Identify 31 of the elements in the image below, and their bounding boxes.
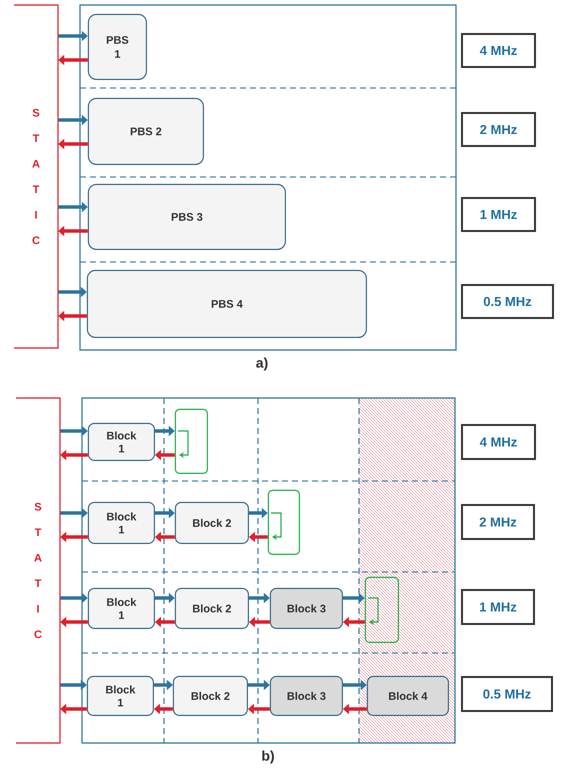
- panel-label: a): [256, 357, 268, 371]
- pbs-box: PBS 2: [88, 98, 204, 165]
- block-box: Block 1: [86, 676, 154, 716]
- frequency-box: 1 MHz: [461, 589, 535, 625]
- loop-box: [364, 576, 399, 643]
- block-box: Block 1: [88, 588, 155, 629]
- block-box: Block 2: [174, 588, 249, 629]
- panel-label: b): [262, 750, 274, 764]
- pbs-box: PBS 3: [88, 184, 286, 250]
- frequency-box: 2 MHz: [461, 112, 536, 147]
- block-box: Block 1: [88, 502, 155, 544]
- frequency-box: 2 MHz: [461, 504, 535, 540]
- block-box: Block 3: [270, 588, 343, 629]
- loop-box: [174, 408, 208, 474]
- static-bracket: S T A T I C: [16, 397, 61, 744]
- pbs-box: PBS 4: [86, 270, 367, 338]
- frequency-box: 1 MHz: [461, 197, 536, 232]
- block-box: Block 3: [270, 676, 343, 716]
- frequency-box: 4 MHz: [461, 424, 536, 460]
- frequency-box: 0.5 MHz: [461, 676, 553, 712]
- panel-frame: [79, 4, 457, 351]
- block-box: Block 2: [174, 502, 249, 544]
- frequency-box: 4 MHz: [461, 33, 536, 68]
- panel-frame: [81, 397, 456, 744]
- loop-box: [268, 490, 300, 555]
- static-bracket: S T A T I C: [14, 4, 59, 349]
- pbs-box: PBS 1: [88, 14, 147, 80]
- block-box: Block 1: [88, 422, 155, 461]
- block-box: Block 2: [172, 676, 248, 716]
- block-box: Block 4: [366, 676, 449, 716]
- frequency-box: 0.5 MHz: [461, 284, 554, 319]
